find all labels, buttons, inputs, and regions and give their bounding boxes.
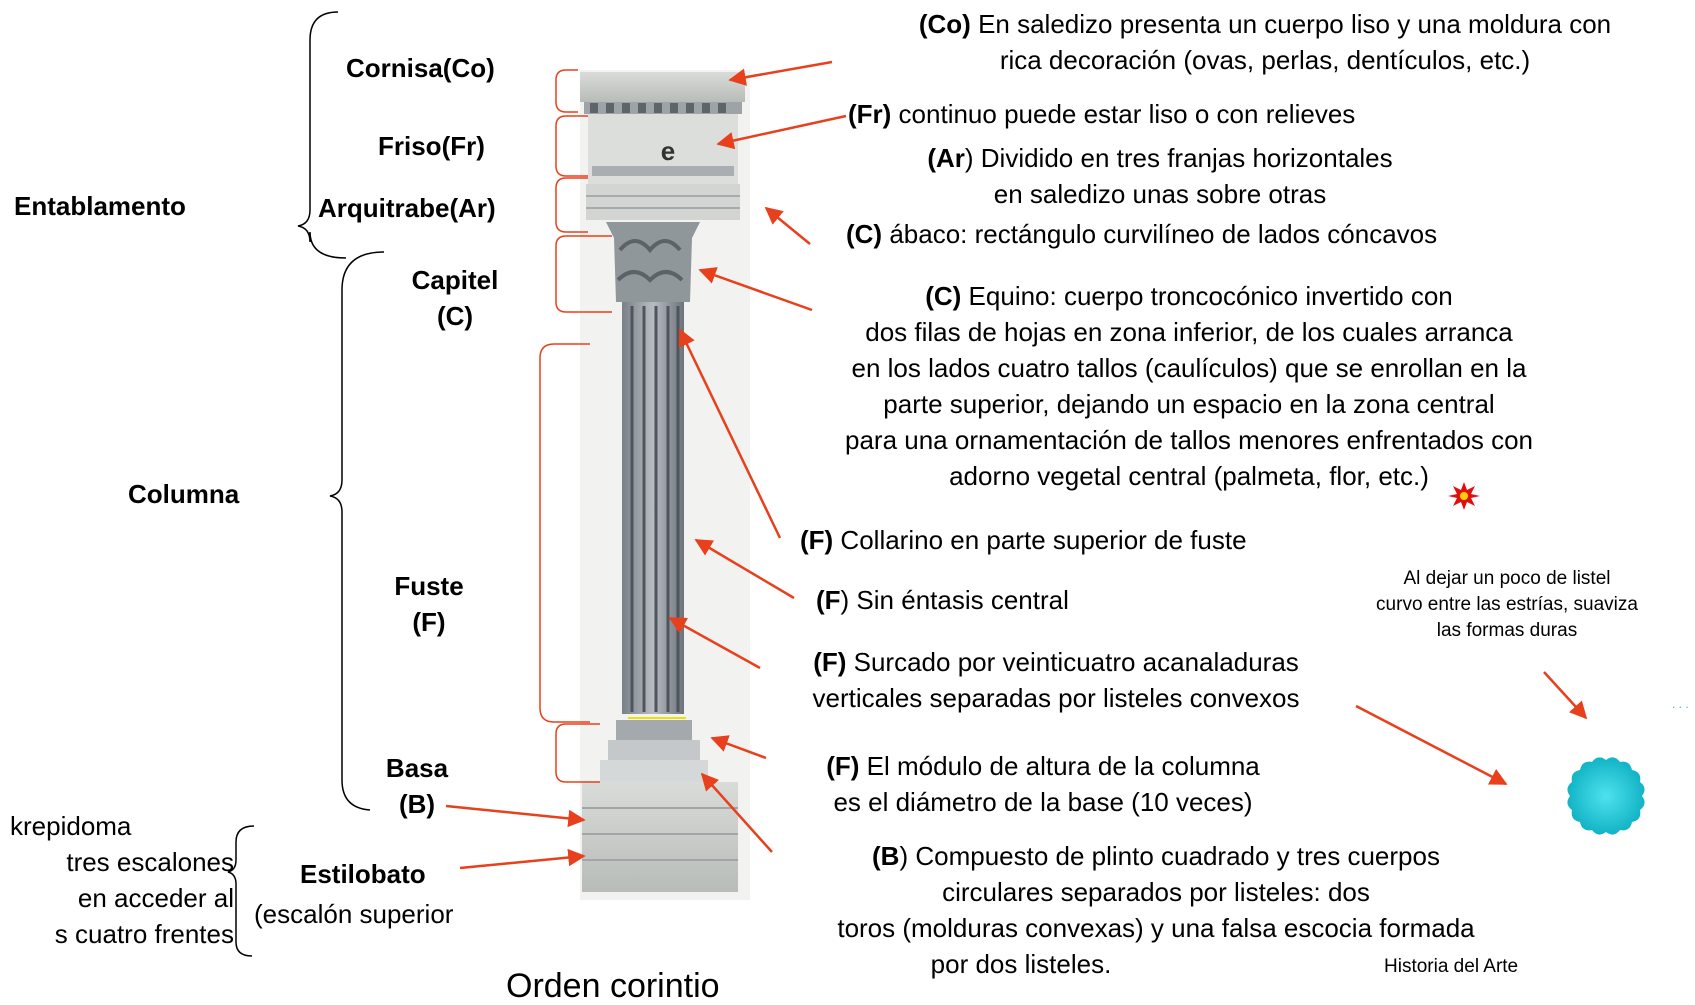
arrow-c2 (698, 267, 813, 312)
bracket-columna (329, 251, 385, 811)
arrow-f4 (710, 735, 767, 760)
arrow-fr (716, 114, 847, 150)
bracket-capitel (555, 235, 612, 313)
stylobate-block (582, 782, 738, 892)
label-basa: Basa(B) (385, 753, 449, 819)
note-entasis: (F) Sin éntasis central (816, 585, 1069, 615)
base-block (616, 720, 692, 740)
label-friso: Friso(Fr) (378, 131, 485, 161)
note-arquitrabe: (Ar) Dividido en tres franjas horizontal… (927, 143, 1393, 209)
note-friso: (Fr) continuo puede estar liso o con rel… (848, 99, 1356, 129)
arrow-estilobato (459, 848, 586, 870)
architrave-block (586, 184, 740, 220)
bracket-basa (555, 723, 600, 783)
label-fuste: Fuste(F) (394, 571, 464, 637)
note-basa: (B) Compuesto de plinto cuadrado y tres … (837, 841, 1475, 979)
arrow-listeles (1355, 704, 1508, 786)
bottom-title-partial: Orden corintio (506, 967, 720, 1005)
arrow-f2 (694, 538, 795, 600)
krepidoma-text: krepidoma tres escalones en acceder al s… (10, 811, 234, 949)
label-capitel: Capitel(C) (411, 265, 499, 331)
svg-text:e: e (661, 136, 675, 166)
bracket-friso (555, 115, 588, 177)
label-escalon: (escalón superior (254, 899, 454, 929)
bracket-entablamento (297, 11, 347, 259)
arrow-f3 (668, 616, 761, 670)
label-arquitrabe: Arquitrabe(Ar) (318, 193, 496, 223)
footer-historia: Historia del Arte (1384, 956, 1519, 977)
note-modulo: (F) El módulo de altura de la columna es… (826, 751, 1260, 817)
bracket-fuste (539, 343, 590, 723)
arrow-f1 (678, 328, 782, 539)
note-collarino: (F) Collarino en parte superior de fuste (800, 525, 1247, 555)
bracket-arquitrabe (555, 177, 588, 233)
label-columna: Columna (128, 479, 240, 509)
note-listel: Al dejar un poco de listel curvo entre l… (1376, 568, 1638, 641)
arrow-b (700, 772, 773, 853)
arrow-side (1543, 671, 1588, 720)
note-abaco: (C) ábaco: rectángulo curvilíneo de lado… (846, 219, 1438, 249)
arrow-basa (445, 804, 586, 828)
flute-section-icon (1567, 757, 1645, 835)
arrow-c1 (764, 206, 811, 245)
cornice-block (580, 72, 745, 102)
note-cornisa: (Co) En saledizo presenta un cuerpo liso… (918, 9, 1612, 75)
label-cornisa: Cornisa(Co) (346, 53, 495, 83)
capital-block (606, 222, 700, 302)
label-estilobato: Estilobato (300, 859, 426, 889)
diagram-canvas: e (227, 11, 1689, 957)
label-entablamento: Entablamento (14, 191, 186, 221)
bracket-cornisa (555, 69, 578, 113)
note-acanaladuras: (F) Surcado por veinticuatro acanaladura… (812, 647, 1300, 713)
svg-text:. . .: . . . (1672, 697, 1689, 711)
note-equino: (C) Equino: cuerpo troncocónico invertid… (845, 281, 1533, 491)
arrow-co (728, 60, 833, 86)
bracket-krepidoma (227, 825, 255, 957)
